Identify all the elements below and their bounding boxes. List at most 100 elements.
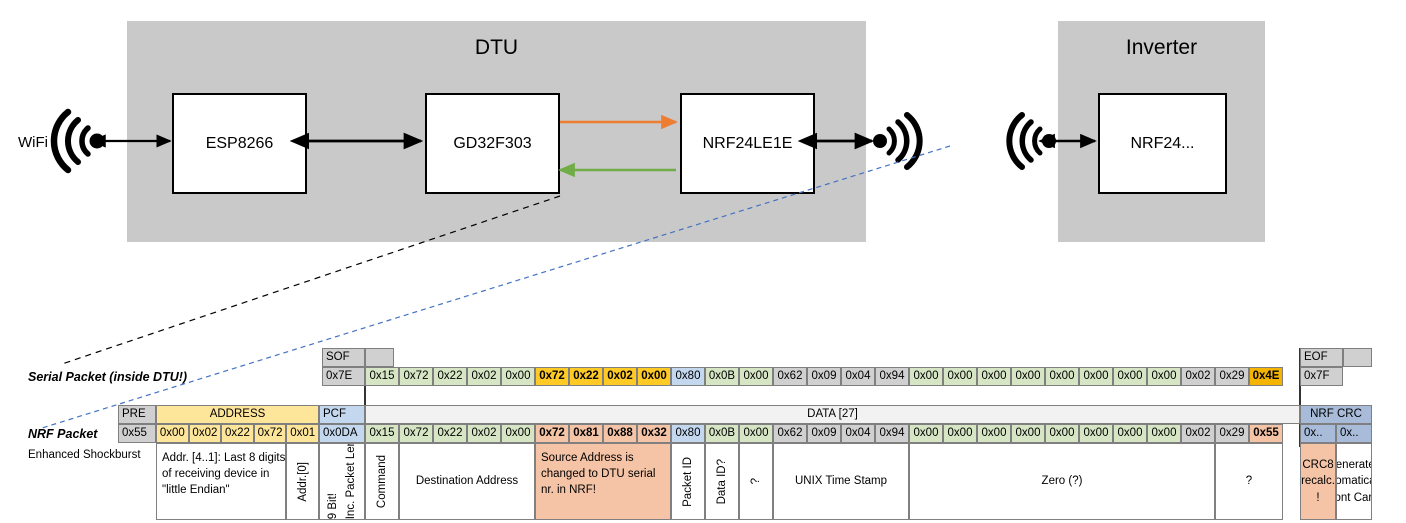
nrf-byte-cell: 0x02	[467, 424, 501, 443]
nrf-field-description: CRC8 recalc. !	[1300, 443, 1336, 520]
nrf-byte-cell: 0x00	[1147, 424, 1181, 443]
serial-byte-cell: 0x02	[603, 367, 637, 386]
nrf-byte-cell: 0x0B	[705, 424, 739, 443]
serial-byte-eof: 0x7F	[1300, 367, 1343, 386]
nrf-byte-cell: 0x00	[1113, 424, 1147, 443]
nrf-byte-cell: 0x00	[501, 424, 535, 443]
nrf-byte-cell: 0x00	[1045, 424, 1079, 443]
serial-byte-cell: 0x72	[399, 367, 433, 386]
chip-nrf24-inverter[interactable]: NRF24...	[1098, 93, 1227, 194]
nrf-byte-cell: 0x00	[739, 424, 773, 443]
serial-byte-cell: 0x00	[909, 367, 943, 386]
serial-byte-cell: 0x00	[1011, 367, 1045, 386]
serial-packet-row-label: Serial Packet (inside DTU!)	[28, 370, 188, 384]
nrf-field-description: ?	[739, 443, 773, 520]
chip-nrf24le1e-label: NRF24LE1E	[702, 134, 793, 152]
chip-gd32f303[interactable]: GD32F303	[425, 93, 560, 194]
nrf-byte-cell: 0x00	[943, 424, 977, 443]
nrf-field-description: Data ID?	[705, 443, 739, 520]
serial-byte-cell: 0x15	[365, 367, 399, 386]
nrf-byte-cell: 0x81	[569, 424, 603, 443]
serial-header-eof: EOF	[1300, 348, 1343, 367]
nrf-field-description-text: Addr.[0]	[296, 461, 309, 502]
nrf-field-description: Packet ID	[671, 443, 705, 520]
serial-header-sof: SOF	[322, 348, 365, 367]
nrf-field-description-text: Packet ID	[681, 456, 694, 507]
nrf-byte-cell: 0x22	[433, 424, 467, 443]
nrf-byte-cell: 0x09	[807, 424, 841, 443]
nrf-byte-cell: 0x55	[1249, 424, 1283, 443]
serial-byte-cell: 0x00	[1045, 367, 1079, 386]
nrf-field-description: ?	[1215, 443, 1283, 520]
nrf-byte-cell: 0x72	[253, 424, 287, 443]
serial-byte-cell: 0x09	[807, 367, 841, 386]
serial-byte-cell: 0x00	[1079, 367, 1113, 386]
nrf-byte-cell: 0x01	[286, 424, 319, 443]
chip-esp8266-label: ESP8266	[205, 134, 274, 152]
nrf-field-description: UNIX Time Stamp	[773, 443, 909, 520]
nrf-field-description: Source Address is changed to DTU serial …	[535, 443, 671, 520]
serial-byte-cell: 0x04	[841, 367, 875, 386]
nrf-header-address: ADDRESS	[156, 405, 319, 424]
nrf-field-description-text: ?	[1245, 475, 1253, 488]
serial-byte-cell: 0x00	[739, 367, 773, 386]
serial-byte-cell: 0x4E	[1249, 367, 1283, 386]
wifi-icon-dtu	[50, 108, 105, 174]
nrf-byte-cell: 0x72	[399, 424, 433, 443]
inverter-enclosure: Inverter	[1058, 21, 1265, 242]
serial-byte-cell: 0x00	[1147, 367, 1181, 386]
nrf-header-pre: PRE	[118, 405, 156, 424]
dtu-title: DTU	[474, 36, 519, 59]
nrf-field-description-text: Source Address is changed to DTU serial …	[541, 452, 656, 497]
nrf-byte-cell: 0x..	[1336, 424, 1372, 443]
serial-header-sof-blank	[365, 348, 394, 367]
nrf-byte-cell: 0x55	[118, 424, 156, 443]
chip-esp8266[interactable]: ESP8266	[172, 93, 307, 194]
nrf-header-crc: NRF CRC	[1300, 405, 1372, 424]
serial-byte-cell: 0x29	[1215, 367, 1249, 386]
serial-byte-cell: 0x22	[569, 367, 603, 386]
serial-byte-cell: 0x02	[467, 367, 501, 386]
nrf-byte-cell: 0x72	[535, 424, 569, 443]
nrf-byte-cell: 0x94	[875, 424, 909, 443]
nrf-packet-sub-label: Enhanced Shockburst	[28, 449, 141, 461]
nrf-field-description-text: Data ID?	[715, 458, 728, 505]
nrf-field-description: Generated automatically. Dont Care!	[1336, 443, 1372, 520]
serial-byte-cell: 0x62	[773, 367, 807, 386]
serial-byte-cell: 0x00	[977, 367, 1011, 386]
serial-byte-cell: 0x00	[943, 367, 977, 386]
nrf-field-description-text: Generated automatically. Dont Care!	[1336, 459, 1372, 504]
nrf-field-description: Command	[365, 443, 399, 520]
nrf-field-description-text: Zero (?)	[1041, 475, 1083, 488]
wifi-icon-dtu-rf	[873, 112, 923, 170]
nrf-field-description-text: ?	[749, 478, 762, 485]
nrf-byte-cell: 0x04	[841, 424, 875, 443]
nrf-field-description: Zero (?)	[909, 443, 1215, 520]
nrf-byte-cell: 0x88	[603, 424, 637, 443]
nrf-field-description-text: UNIX Time Stamp	[794, 475, 888, 488]
nrf-field-description: Addr.[0]	[286, 443, 319, 520]
nrf-field-description-text: 9 Bit!	[326, 492, 339, 519]
serial-byte-cell: 0x00	[1113, 367, 1147, 386]
nrf-field-description-text: Addr. [4..1]: Last 8 digits of receiving…	[162, 452, 286, 497]
chip-nrf24le1e[interactable]: NRF24LE1E	[680, 93, 815, 194]
serial-header-eof-blank	[1343, 348, 1372, 367]
nrf-byte-cell: 0x00	[909, 424, 943, 443]
serial-byte-cell: 0x72	[535, 367, 569, 386]
serial-byte-sof: 0x7E	[322, 367, 365, 386]
nrf-byte-cell: 0x62	[773, 424, 807, 443]
nrf-byte-cell: 0x00	[1079, 424, 1113, 443]
nrf-byte-cell: 0x..	[1300, 424, 1336, 443]
nrf-byte-cell: 0x32	[637, 424, 671, 443]
nrf-byte-cell: 0x00	[156, 424, 189, 443]
nrf-header-data: DATA [27]	[365, 405, 1300, 424]
nrf-byte-cell: 0x80	[671, 424, 705, 443]
wifi-label: WiFi	[18, 134, 48, 151]
nrf-field-description: Destination Address	[399, 443, 535, 520]
nrf-field-description-text: Destination Address	[415, 475, 519, 488]
nrf-byte-cell: 0x02	[1181, 424, 1215, 443]
chip-gd32f303-label: GD32F303	[453, 134, 532, 152]
nrf-field-description-text: Inc. Packet Length	[345, 443, 357, 519]
chip-nrf24-label: NRF24...	[1130, 134, 1195, 152]
serial-byte-cell: 0x00	[637, 367, 671, 386]
